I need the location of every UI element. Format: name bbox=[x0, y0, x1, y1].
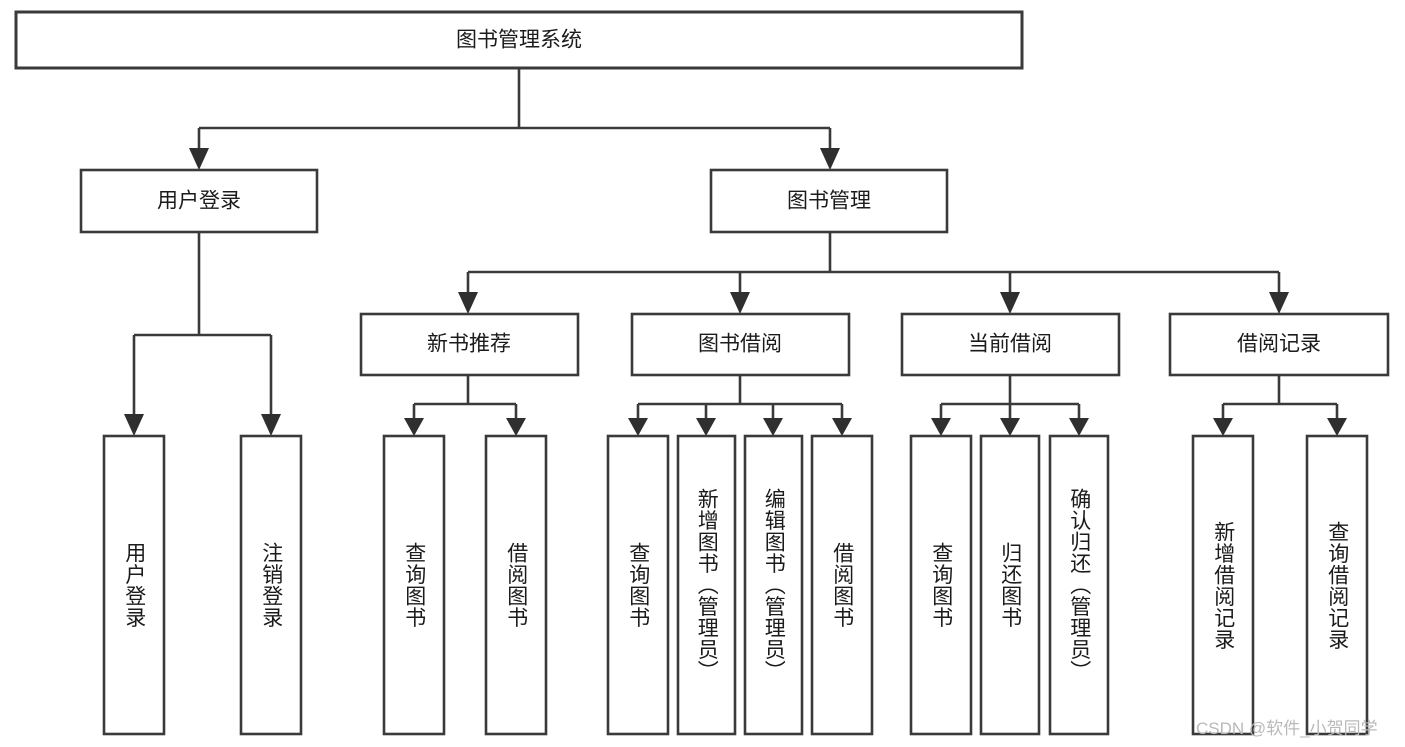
leaf-box-borrow-record-1[interactable] bbox=[1305, 434, 1369, 736]
label-borrow-record: 借阅记录 bbox=[1237, 333, 1321, 356]
leaf-label-book-borrow-3: 借阅图书 bbox=[830, 542, 854, 628]
arrowhead-bookborrow-leaf-4 bbox=[832, 418, 852, 436]
leaf-label-borrow-record-0: 新增借阅记录 bbox=[1211, 520, 1235, 650]
leaf-label-new-book-0: 查询图书 bbox=[402, 542, 426, 628]
label-book-management: 图书管理 bbox=[787, 190, 871, 213]
arrowhead-to-borrow-record bbox=[1269, 292, 1289, 314]
arrowhead-currentborrow-leaf-3 bbox=[1069, 418, 1089, 436]
leaf-box-current-borrow-1[interactable] bbox=[979, 434, 1041, 736]
arrowhead-bookborrow-leaf-2 bbox=[696, 418, 716, 436]
leaf-label-current-borrow-0: 查询图书 bbox=[929, 542, 953, 628]
label-root: 图书管理系统 bbox=[456, 29, 582, 52]
arrowhead-borrowrecord-leaf-2 bbox=[1327, 418, 1347, 436]
node-borrow-record[interactable] bbox=[1168, 312, 1390, 377]
leaf-label-book-borrow-0: 查询图书 bbox=[626, 542, 650, 628]
horizontal-label-layer: 图书管理系统 用户登录 图书管理 新书推荐 图书借阅 当前借阅 借阅记录 bbox=[157, 29, 1321, 356]
node-root-book-management-system[interactable] bbox=[14, 10, 1024, 70]
leaf-label-book-borrow-2: 编辑图书（管理员） bbox=[762, 488, 786, 682]
arrowhead-newbook-leaf-1 bbox=[404, 418, 424, 436]
label-new-book-recommend: 新书推荐 bbox=[427, 333, 511, 356]
leaf-box-current-borrow-2[interactable] bbox=[1048, 434, 1110, 736]
arrowhead-currentborrow-leaf-2 bbox=[1000, 418, 1020, 436]
leaf-label-user-login-0: 用户登录 bbox=[122, 542, 146, 628]
node-current-borrow[interactable] bbox=[900, 312, 1121, 377]
leaf-box-user-login-0[interactable] bbox=[102, 434, 166, 736]
leaf-label-user-login-1: 注销登录 bbox=[259, 542, 283, 628]
node-box-layer bbox=[14, 10, 1390, 736]
node-new-book-recommend[interactable] bbox=[359, 312, 580, 377]
arrowhead-borrowrecord-leaf-1 bbox=[1213, 418, 1233, 436]
arrowhead-bookborrow-leaf-3 bbox=[763, 418, 783, 436]
leaf-label-new-book-1: 借阅图书 bbox=[504, 542, 528, 628]
label-current-borrow: 当前借阅 bbox=[968, 333, 1052, 356]
leaf-box-new-book-1[interactable] bbox=[484, 434, 548, 736]
leaf-label-borrow-record-1: 查询借阅记录 bbox=[1325, 520, 1349, 650]
arrowhead-layer bbox=[124, 148, 1347, 436]
label-user-login: 用户登录 bbox=[157, 190, 241, 213]
leaf-box-book-borrow-3[interactable] bbox=[810, 434, 874, 736]
leaf-box-book-borrow-0[interactable] bbox=[606, 434, 670, 736]
arrowhead-to-new-book bbox=[458, 292, 478, 314]
arrowhead-currentborrow-leaf-1 bbox=[931, 418, 951, 436]
leaf-box-current-borrow-0[interactable] bbox=[909, 434, 973, 736]
leaf-label-current-borrow-2: 确认归还（管理员） bbox=[1067, 488, 1091, 682]
leaf-box-book-borrow-2[interactable] bbox=[743, 434, 804, 736]
arrowhead-to-current-borrow bbox=[1000, 292, 1020, 314]
leaf-label-book-borrow-1: 新增图书（管理员） bbox=[695, 488, 719, 682]
arrowhead-newbook-leaf-2 bbox=[506, 418, 526, 436]
leaf-box-book-borrow-1[interactable] bbox=[676, 434, 737, 736]
arrowhead-to-leaf-user-login bbox=[124, 414, 144, 436]
leaf-box-new-book-0[interactable] bbox=[382, 434, 446, 736]
csdn-watermark: CSDN @软件_小贺同学 bbox=[1196, 719, 1378, 738]
leaf-box-borrow-record-0[interactable] bbox=[1191, 434, 1255, 736]
arrowhead-to-book-borrow bbox=[730, 292, 750, 314]
arrowhead-to-book-manage bbox=[820, 148, 840, 170]
arrowhead-to-user-login bbox=[189, 148, 209, 170]
label-book-borrow: 图书借阅 bbox=[698, 333, 782, 356]
leaf-label-current-borrow-1: 归还图书 bbox=[998, 542, 1022, 628]
node-book-borrow[interactable] bbox=[630, 312, 851, 377]
arrowhead-to-leaf-logout bbox=[261, 414, 281, 436]
node-book-management[interactable] bbox=[709, 168, 949, 234]
arrowhead-bookborrow-leaf-1 bbox=[628, 418, 648, 436]
connector-layer bbox=[132, 68, 1339, 418]
node-user-login[interactable] bbox=[79, 168, 319, 234]
leaf-box-user-login-1[interactable] bbox=[239, 434, 303, 736]
